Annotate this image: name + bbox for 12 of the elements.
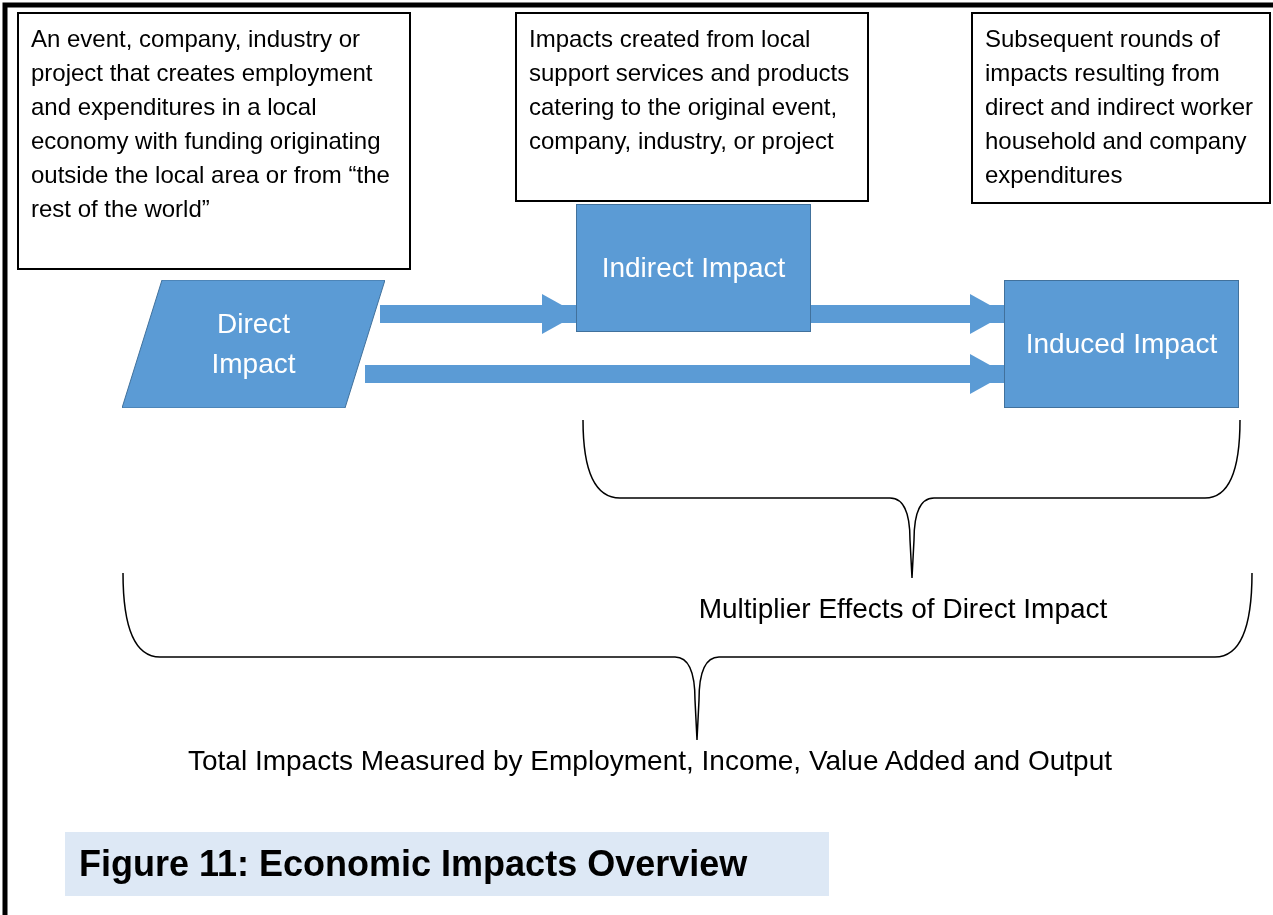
block-arrow: [365, 354, 1006, 394]
description-box: An event, company, industry or project that creates employment and expenditures in a local economy with funding originating outside the local area or from “the rest of the world”: [17, 12, 411, 270]
impact-parallelogram: Direct Impact: [122, 280, 385, 408]
brace-label: Total Impacts Measured by Employment, Income, Value Added and Output: [188, 745, 1112, 777]
description-box: Impacts created from local support services and products catering to the original event, company, industry, or project: [515, 12, 869, 202]
impact-box: Induced Impact: [1004, 280, 1239, 408]
brace-label: Multiplier Effects of Direct Impact: [698, 593, 1108, 625]
block-arrow: [811, 294, 1006, 334]
description-box: Subsequent rounds of impacts resulting from direct and indirect worker household and company expenditures: [971, 12, 1271, 204]
figure-caption: Figure 11: Economic Impacts Overview: [65, 832, 829, 896]
impact-box: Indirect Impact: [576, 204, 811, 332]
block-arrow: [380, 294, 578, 334]
